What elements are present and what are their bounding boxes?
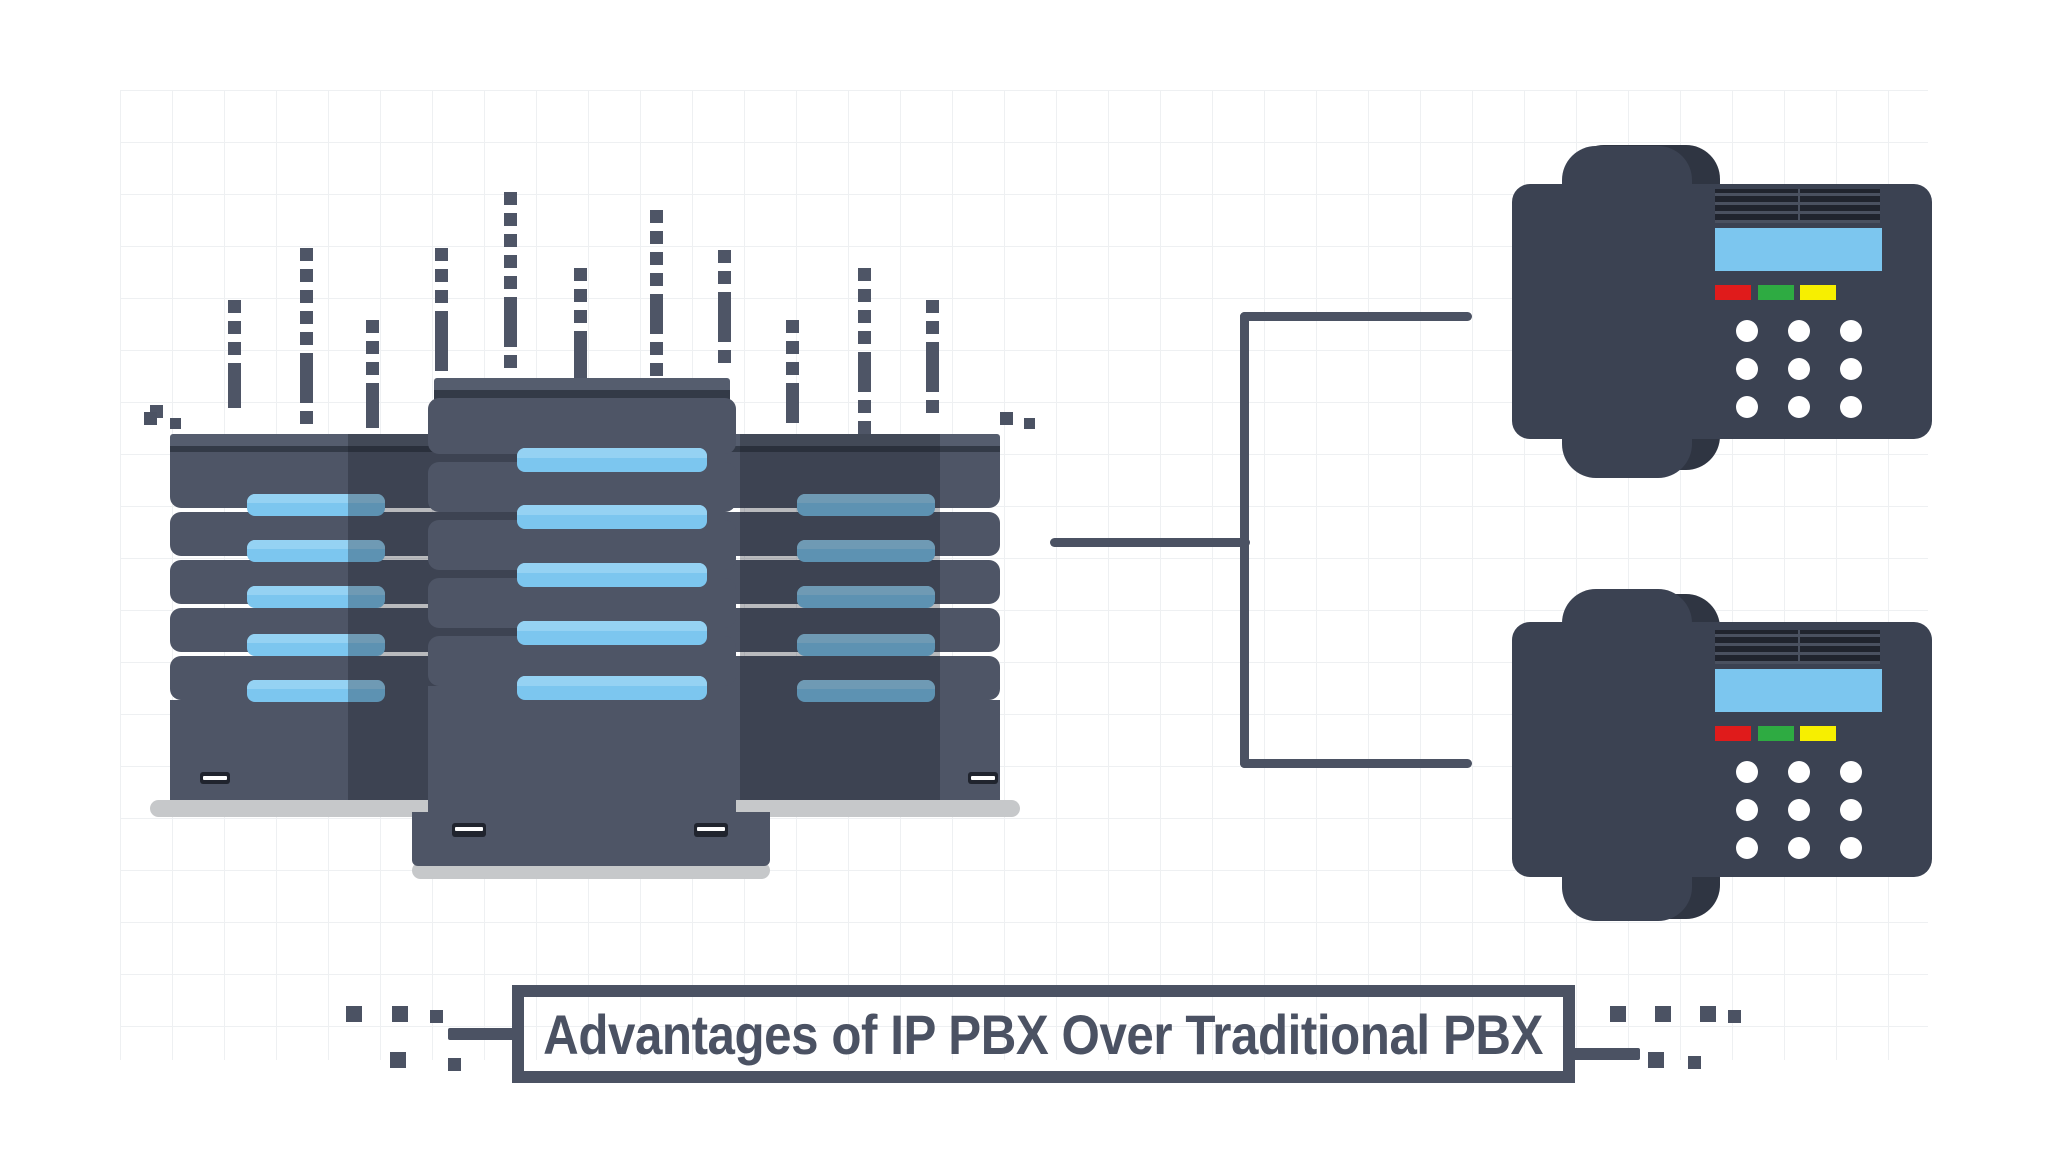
soft-button-yellow[interactable] — [1800, 726, 1836, 741]
keypad-key[interactable] — [1840, 396, 1862, 418]
bracket-stem — [1050, 538, 1250, 547]
soft-button-green[interactable] — [1758, 726, 1794, 741]
corner-dot — [1024, 418, 1035, 429]
signal-column — [786, 320, 799, 431]
bracket-arm-top — [1240, 312, 1472, 321]
keypad-key[interactable] — [1840, 761, 1862, 783]
keypad-key[interactable] — [1788, 358, 1810, 380]
center-rack-floor-shadow — [412, 862, 770, 879]
soft-button-green[interactable] — [1758, 285, 1794, 300]
corner-dot — [144, 412, 157, 425]
keypad-key[interactable] — [1840, 799, 1862, 821]
signal-column — [504, 192, 517, 376]
signal-column — [300, 248, 313, 432]
keypad-key[interactable] — [1788, 320, 1810, 342]
phone-handset[interactable] — [1562, 146, 1692, 478]
signal-column — [718, 250, 731, 371]
soft-button-red[interactable] — [1715, 726, 1751, 741]
keypad-key[interactable] — [1736, 799, 1758, 821]
bracket-spine — [1240, 312, 1249, 768]
keypad-key[interactable] — [1736, 837, 1758, 859]
keypad-key[interactable] — [1736, 320, 1758, 342]
corner-dot — [1000, 412, 1013, 425]
bracket-arm-bottom — [1240, 759, 1472, 768]
phone-handset[interactable] — [1562, 589, 1692, 921]
rack-vent — [968, 772, 998, 784]
keypad-key[interactable] — [1840, 358, 1862, 380]
signal-column — [858, 268, 871, 442]
rack-vent — [200, 772, 230, 784]
rack-vent — [452, 823, 486, 837]
phone-lcd-screen — [1715, 669, 1882, 712]
banner-stub-left — [448, 1028, 516, 1040]
keypad-key[interactable] — [1736, 358, 1758, 380]
keypad-key[interactable] — [1788, 761, 1810, 783]
signal-column — [650, 210, 663, 384]
signal-column — [574, 268, 587, 387]
soft-button-red[interactable] — [1715, 285, 1751, 300]
speaker-grille-icon — [1715, 630, 1880, 664]
keypad-key[interactable] — [1736, 396, 1758, 418]
rack-vent — [694, 823, 728, 837]
keypad-key[interactable] — [1840, 837, 1862, 859]
keypad-key[interactable] — [1788, 837, 1810, 859]
signal-column — [926, 300, 939, 421]
banner-stub-right — [1572, 1048, 1640, 1060]
signal-column — [435, 248, 448, 379]
signal-column — [366, 320, 379, 436]
signal-column — [228, 300, 241, 416]
title-banner: Advantages of IP PBX Over Traditional PB… — [512, 985, 1575, 1083]
keypad-key[interactable] — [1840, 320, 1862, 342]
keypad-key[interactable] — [1788, 799, 1810, 821]
page-title: Advantages of IP PBX Over Traditional PB… — [543, 1002, 1544, 1066]
soft-button-yellow[interactable] — [1800, 285, 1836, 300]
keypad-key[interactable] — [1736, 761, 1758, 783]
phone-lcd-screen — [1715, 228, 1882, 271]
keypad-key[interactable] — [1788, 396, 1810, 418]
speaker-grille-icon — [1715, 189, 1880, 223]
corner-dot — [170, 418, 181, 429]
